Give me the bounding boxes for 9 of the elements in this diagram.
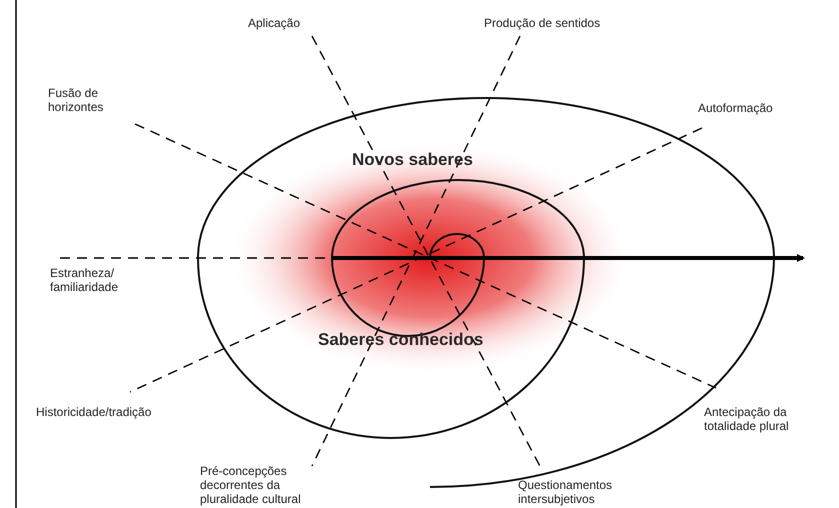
node-label: Estranheza/ familiaridade	[50, 266, 120, 294]
node-label: Fusão de horizontes	[48, 86, 104, 114]
node-label: Aplicação	[248, 16, 302, 30]
node-label: Pré-concepções decorrentes da pluralidade cultural	[200, 464, 302, 506]
node-label: Produção de sentidos	[484, 16, 602, 30]
node-label: Antecipação da totalidade plural	[704, 405, 790, 433]
node-label: Historicidade/tradição	[36, 405, 152, 419]
node-label: Autoformação	[698, 101, 774, 115]
node-label: Questionamentos intersubjetivos	[518, 478, 614, 506]
